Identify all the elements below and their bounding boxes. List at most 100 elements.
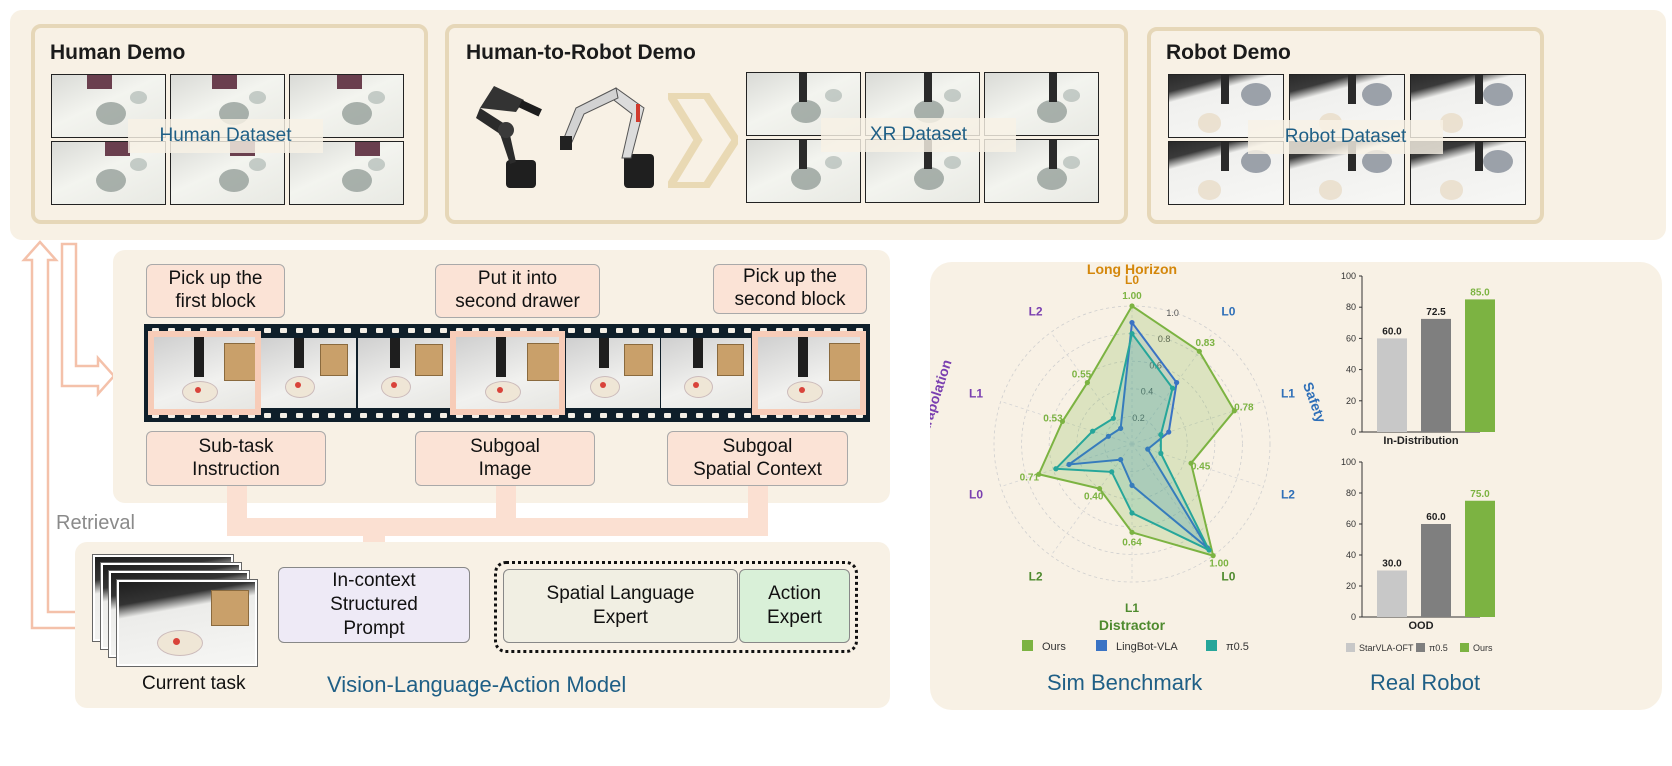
bar-chart-title: OOD [1408, 620, 1433, 632]
film-sprocket-hole [344, 413, 351, 418]
radar-spoke [1131, 443, 1214, 556]
film-sprocket-hole [856, 413, 863, 418]
film-sprocket-hole [760, 413, 767, 418]
film-sprocket-hole [584, 328, 591, 333]
radar-grid-ring [1048, 360, 1216, 528]
film-sprocket-hole [600, 413, 607, 418]
context-subgoal-image: Subgoal Image [415, 431, 595, 486]
radar-value-label: 0.78 [1234, 403, 1254, 414]
film-sprocket-hole [632, 413, 639, 418]
radar-value-label: 0.55 [1072, 370, 1092, 381]
film-sprocket-hole [168, 413, 175, 418]
film-sprocket-hole [392, 413, 399, 418]
radar-ring-label: 0.2 [1132, 413, 1145, 423]
subtask-prompt-3: Pick up the second block [713, 264, 867, 314]
legend-label: π0.5 [1226, 641, 1249, 653]
radar-point [1158, 432, 1164, 438]
film-sprocket-hole [280, 413, 287, 418]
bar-y-tick-label: 40 [1346, 550, 1356, 560]
legend-swatch [1022, 640, 1033, 651]
film-sprocket-hole [664, 413, 671, 418]
radar-point [1129, 510, 1135, 516]
radar-point [1145, 446, 1151, 452]
radar-point [1166, 429, 1172, 435]
film-sprocket-hole [440, 328, 447, 333]
film-sprocket-hole [424, 413, 431, 418]
film-sprocket-hole [536, 413, 543, 418]
film-sprocket-hole [472, 413, 479, 418]
film-sprocket-hole [152, 413, 159, 418]
radar-point [1129, 331, 1135, 337]
bar-y-tick-label: 60 [1346, 519, 1356, 529]
film-sprocket-hole [552, 413, 559, 418]
robot-arm-illustrations [476, 86, 654, 188]
film-sprocket-hole [424, 328, 431, 333]
film-sprocket-hole [600, 328, 607, 333]
film-sprocket-hole [392, 328, 399, 333]
structured-prompt-box: In-context Structured Prompt [278, 567, 470, 643]
legend-label: Ours [1042, 641, 1066, 653]
radar-level-label: L1 [1281, 386, 1295, 400]
bar [1421, 318, 1451, 432]
film-sprocket-hole [200, 413, 207, 418]
radar-value-label: 1.00 [1209, 559, 1229, 570]
film-sprocket-hole [728, 328, 735, 333]
film-sprocket-hole [648, 413, 655, 418]
radar-point [1129, 529, 1135, 535]
vla-dotted-boundary [494, 561, 858, 653]
radar-point [1231, 408, 1237, 414]
film-sprocket-hole [248, 413, 255, 418]
human-dataset-label: Human Dataset [128, 119, 323, 153]
bar-y-tick-label: 20 [1346, 581, 1356, 591]
film-sprocket-hole [568, 328, 575, 333]
film-sprocket-hole [648, 328, 655, 333]
film-sprocket-hole [360, 413, 367, 418]
radar-point [1110, 415, 1116, 421]
bar-value-label: 60.0 [1426, 512, 1446, 523]
legend-label: LingBot-VLA [1116, 641, 1178, 653]
radar-ring-label: 1.0 [1166, 308, 1179, 318]
film-sprocket-hole [840, 413, 847, 418]
legend-swatch [1416, 643, 1425, 652]
film-sprocket-hole [504, 328, 511, 333]
xr-demo-image [746, 139, 861, 203]
subtask-prompt-2: Put it into second drawer [435, 264, 600, 318]
film-sprocket-hole [200, 328, 207, 333]
radar-point [1090, 428, 1096, 434]
radar-grid-ring [1021, 333, 1243, 555]
film-sprocket-hole [328, 328, 335, 333]
bar-y-tick-label: 0 [1351, 612, 1356, 622]
current-task-label: Current task [142, 673, 246, 694]
radar-point [1188, 460, 1194, 466]
film-sprocket-hole [776, 328, 783, 333]
film-sprocket-hole [488, 328, 495, 333]
bar [1421, 524, 1451, 617]
h2r-demo-title: Human-to-Robot Demo [466, 41, 696, 64]
bar [1465, 500, 1495, 617]
film-sprocket-hole [808, 413, 815, 418]
arrow-chevron [668, 93, 738, 188]
subgoal-keyframe [752, 331, 866, 415]
bar-y-tick-label: 40 [1346, 365, 1356, 375]
film-sprocket-hole [584, 413, 591, 418]
trajectory-frame [358, 338, 450, 408]
bar-y-tick-label: 20 [1346, 396, 1356, 406]
film-sprocket-hole [456, 328, 463, 333]
radar-value-label: 0.45 [1191, 461, 1211, 472]
film-sprocket-hole [328, 413, 335, 418]
film-sprocket-hole [472, 328, 479, 333]
film-sprocket-hole [520, 413, 527, 418]
radar-axis-title: Safety [1300, 380, 1329, 425]
radar-grid-ring [1103, 415, 1160, 472]
radar-level-label: L0 [1221, 570, 1235, 584]
results-panel [930, 262, 1662, 710]
real-robot-bar-charts: 02040608010060.072.585.0In-Distribution0… [1341, 271, 1495, 653]
radar-value-label: 1.00 [1122, 291, 1142, 302]
radar-point [1174, 379, 1180, 386]
radar-point [1210, 553, 1216, 559]
film-sprocket-hole [440, 413, 447, 418]
real-robot-caption: Real Robot [1370, 670, 1481, 695]
human-demo-title: Human Demo [50, 41, 186, 64]
robot-demo-title: Robot Demo [1166, 41, 1291, 64]
legend-swatch [1346, 643, 1355, 652]
